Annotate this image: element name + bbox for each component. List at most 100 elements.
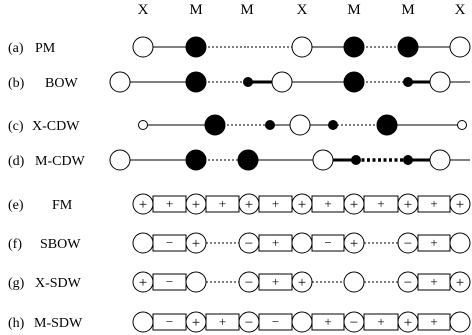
- filled-site: [397, 36, 419, 58]
- bond-sign: +: [219, 196, 226, 211]
- open-site: [429, 71, 451, 93]
- row-name: SBOW: [40, 237, 81, 252]
- open-site: [132, 36, 154, 58]
- open-site: [132, 271, 154, 293]
- site-sign: +: [404, 315, 412, 331]
- site-sign: +: [350, 236, 358, 252]
- open-site: [449, 311, 471, 333]
- bond-sign: +: [166, 196, 173, 211]
- row-name: FM: [52, 198, 73, 213]
- bond-sign: +: [272, 196, 279, 211]
- open-site: [132, 232, 154, 254]
- filled-site: [185, 149, 207, 171]
- bond-sign: −: [324, 235, 331, 250]
- site-sign: +: [456, 275, 464, 291]
- chain-row: [109, 149, 470, 171]
- row-tag: (a): [8, 41, 24, 56]
- column-header: M: [189, 2, 202, 18]
- bond-sign: +: [272, 235, 279, 250]
- chain-row: [132, 36, 471, 58]
- column-header: X: [297, 2, 308, 18]
- open-site: [238, 271, 260, 293]
- open-site: [449, 193, 471, 215]
- open-site: [185, 271, 207, 293]
- open-site: [291, 311, 313, 333]
- filled-site: [204, 114, 226, 136]
- site-sign: +: [298, 275, 306, 291]
- site-sign: +: [245, 197, 253, 213]
- site-sign: +: [192, 315, 200, 331]
- column-header: X: [455, 2, 466, 18]
- bond-sign: −: [166, 274, 173, 289]
- filled-site: [237, 149, 259, 171]
- open-site: [185, 311, 207, 333]
- open-site: [238, 193, 260, 215]
- chain-row: [109, 71, 470, 93]
- bond-sign: −: [166, 235, 173, 250]
- site-sign: +: [456, 197, 464, 213]
- open-site: [185, 232, 207, 254]
- filled-site: [185, 36, 207, 58]
- open-site: [449, 232, 471, 254]
- open-site: [449, 36, 471, 58]
- open-site: [291, 232, 313, 254]
- filled-site: [343, 71, 365, 93]
- bond-sign: +: [377, 196, 384, 211]
- filled-site: [343, 36, 365, 58]
- spin-row: −+++−+−+: [132, 271, 471, 293]
- open-site: [449, 271, 471, 293]
- open-site: [289, 114, 311, 136]
- site-sign: +: [404, 197, 412, 213]
- bond-sign: +: [324, 196, 331, 211]
- row-name: X-SDW: [35, 276, 82, 291]
- row-tag: (h): [8, 316, 25, 331]
- row-name: PM: [35, 41, 56, 56]
- open-site: [457, 120, 467, 130]
- site-sign: +: [350, 197, 358, 213]
- open-site: [291, 36, 313, 58]
- bond-sign: −: [166, 314, 173, 329]
- row-name: M-CDW: [35, 154, 86, 169]
- row-tag: (b): [8, 76, 25, 91]
- row-name: BOW: [45, 76, 78, 91]
- column-header: M: [347, 2, 360, 18]
- site-sign: −: [245, 236, 253, 252]
- row-tag: (e): [8, 198, 24, 213]
- filled-site: [243, 77, 253, 87]
- open-site: [138, 120, 148, 130]
- filled-site: [185, 71, 207, 93]
- bond-sign: +: [219, 314, 226, 329]
- spin-row: +++++++++++++: [132, 193, 471, 215]
- bond-sign: +: [430, 235, 437, 250]
- bond-sign: +: [324, 314, 331, 329]
- row-name: X-CDW: [32, 119, 80, 134]
- site-sign: +: [139, 197, 147, 213]
- open-site: [397, 193, 419, 215]
- row-labels: (a)PM(b)BOW(c)X-CDW(d)M-CDW(e)FM(f)SBOW(…: [8, 41, 86, 331]
- chain-row: [138, 114, 467, 136]
- filled-site: [265, 120, 275, 130]
- column-header: M: [240, 2, 253, 18]
- site-sign: +: [192, 197, 200, 213]
- open-site: [397, 271, 419, 293]
- site-sign: +: [139, 275, 147, 291]
- row-tag: (d): [8, 154, 25, 169]
- bond-sign: +: [377, 314, 384, 329]
- open-site: [343, 232, 365, 254]
- bond-sign: +: [272, 274, 279, 289]
- bond-sign: +: [430, 274, 437, 289]
- chains: +++++++++++++−+−++−+−−+++−+−+−+−++++−−+: [109, 36, 471, 333]
- open-site: [132, 193, 154, 215]
- open-site: [238, 232, 260, 254]
- column-header: M: [401, 2, 414, 18]
- site-sign: −: [245, 315, 253, 331]
- open-site: [291, 271, 313, 293]
- row-tag: (c): [8, 119, 24, 134]
- filled-site: [328, 120, 338, 130]
- site-sign: −: [350, 315, 358, 331]
- site-sign: −: [404, 275, 412, 291]
- site-sign: −: [404, 236, 412, 252]
- spin-row: −+−++−+−: [132, 232, 471, 254]
